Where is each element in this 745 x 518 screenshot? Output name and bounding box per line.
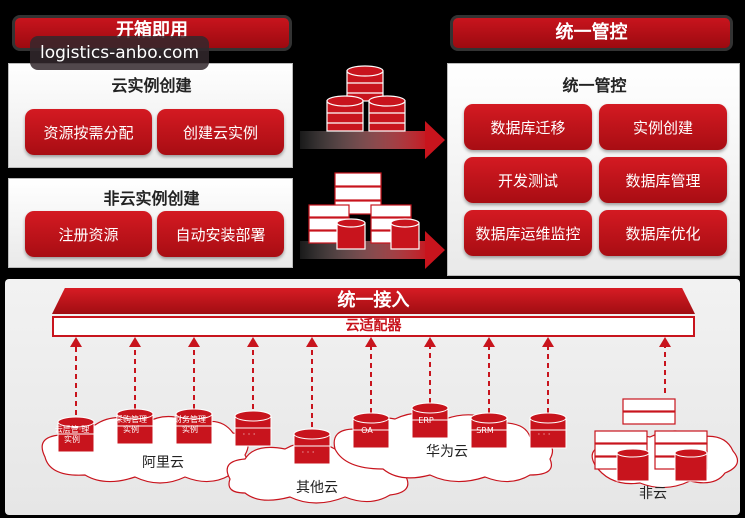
db-label-2: 采购管理实例 (115, 415, 147, 434)
access-graphics (41, 337, 739, 504)
db-label-6: OA (361, 426, 373, 435)
control-button-6: 数据库优化 (599, 210, 727, 256)
label-other-cloud: 其他云 (296, 480, 338, 496)
db-label-7: ERP (418, 416, 434, 425)
watermark: logistics-anbo.com (30, 36, 210, 70)
cloud-adapter-bar: 云适配器 (52, 316, 695, 337)
cloud-create-title: 云实例创建 (111, 76, 192, 95)
control-button-1: 数据库迁移 (464, 104, 592, 150)
db-label-8: SRM (476, 426, 494, 435)
db-label-4: · · · (242, 430, 256, 439)
database-stack-icon (326, 65, 406, 132)
noncloud-create-title: 非云实例创建 (103, 189, 200, 208)
header-right: 统一管控 (450, 15, 733, 51)
unified-access-bar: 统一接入 (52, 288, 695, 314)
arrow-top (300, 121, 445, 159)
cloud-create-panel: 云实例创建 资源按需分配 创建云实例 (8, 63, 293, 168)
noncloud-create-button-2: 自动安装部署 (157, 211, 284, 257)
noncloud-create-button-1: 注册资源 (25, 211, 152, 257)
noncloud-create-panel: 非云实例创建 注册资源 自动安装部署 (8, 178, 293, 268)
control-button-4: 数据库管理 (599, 157, 727, 203)
cloud-create-button-1: 资源按需分配 (25, 109, 152, 155)
label-huawei: 华为云 (426, 444, 468, 460)
control-button-5: 数据库运维监控 (464, 210, 592, 256)
control-button-3: 开发测试 (464, 157, 592, 203)
dashed-arrows (70, 337, 671, 427)
server-rack-icon (594, 398, 708, 482)
db-label-9: · · · (537, 430, 551, 439)
server-stack-icon (308, 172, 420, 250)
database-icons (57, 402, 567, 465)
label-non-cloud: 非云 (639, 486, 667, 502)
middle-flow-graphics (300, 65, 445, 269)
control-title: 统一管控 (562, 76, 627, 95)
db-label-5: · · · (301, 448, 315, 457)
cloud-create-button-2: 创建云实例 (157, 109, 284, 155)
label-aliyun: 阿里云 (142, 455, 184, 471)
db-label-1: 云层管·理实例 (54, 425, 90, 444)
control-button-2: 实例创建 (599, 104, 727, 150)
control-panel: 统一管控 数据库迁移 实例创建 开发测试 数据库管理 数据库运维监控 数据库优化 (447, 63, 740, 276)
db-label-3: 财务管理实例 (174, 415, 206, 434)
